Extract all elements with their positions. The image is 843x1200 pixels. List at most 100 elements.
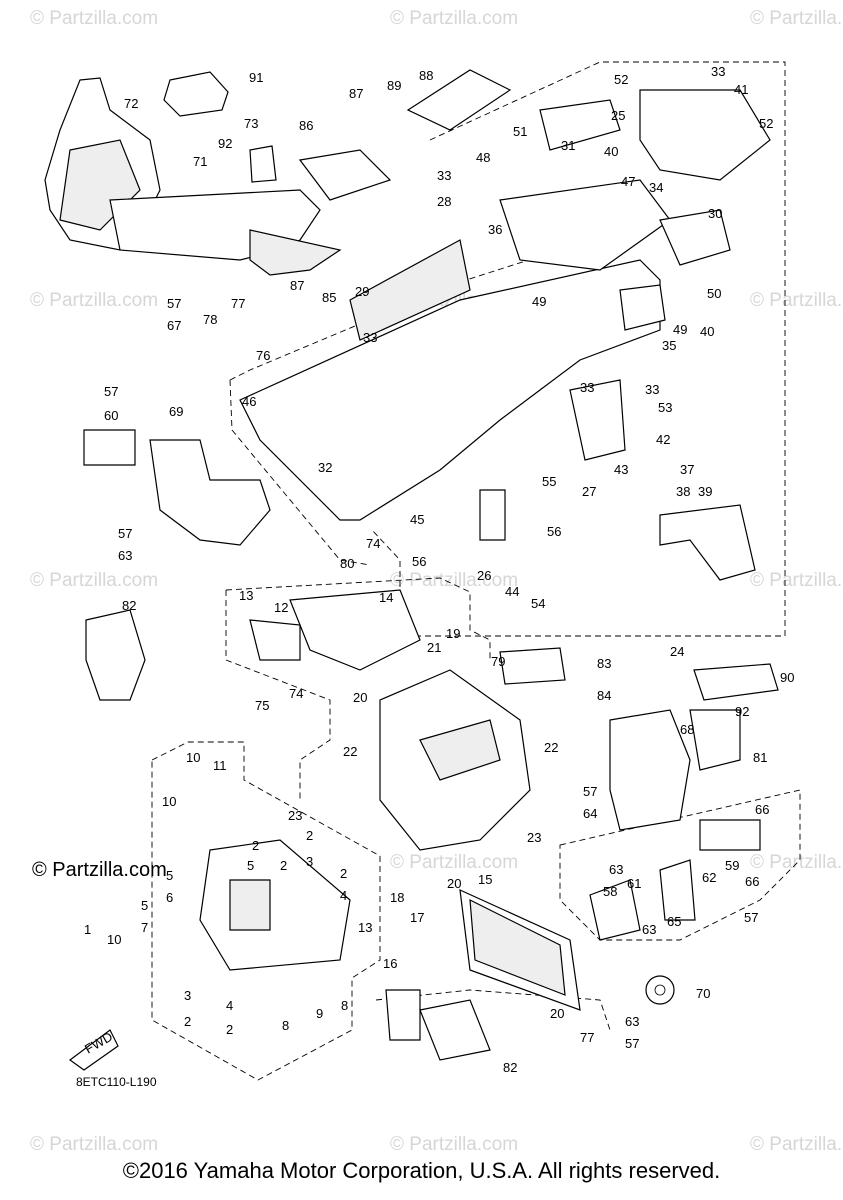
callout[interactable]: 7 [141, 920, 148, 935]
callout[interactable]: 11 [213, 758, 227, 773]
callout[interactable]: 15 [478, 872, 492, 887]
callout[interactable]: 34 [649, 180, 663, 195]
callout[interactable]: 79 [491, 654, 505, 669]
callout[interactable]: 21 [427, 640, 441, 655]
callout[interactable]: 2 [252, 838, 259, 853]
callout[interactable]: 61 [627, 876, 641, 891]
callout[interactable]: 29 [355, 284, 369, 299]
callout[interactable]: 87 [349, 86, 363, 101]
callout[interactable]: 2 [340, 866, 347, 881]
callout[interactable]: 18 [390, 890, 404, 905]
callout[interactable]: 38 [676, 484, 690, 499]
callout[interactable]: 47 [621, 174, 635, 189]
callout[interactable]: 33 [645, 382, 659, 397]
callout[interactable]: 63 [609, 862, 623, 877]
callout[interactable]: 55 [542, 474, 556, 489]
callout[interactable]: 57 [744, 910, 758, 925]
callout[interactable]: 46 [242, 394, 256, 409]
callout[interactable]: 88 [419, 68, 433, 83]
callout[interactable]: 62 [702, 870, 716, 885]
callout[interactable]: 58 [603, 884, 617, 899]
callout[interactable]: 36 [488, 222, 502, 237]
callout[interactable]: 63 [625, 1014, 639, 1029]
callout[interactable]: 73 [244, 116, 258, 131]
callout[interactable]: 78 [203, 312, 217, 327]
callout[interactable]: 2 [184, 1014, 191, 1029]
callout[interactable]: 12 [274, 600, 288, 615]
callout[interactable]: 14 [379, 590, 393, 605]
callout[interactable]: 59 [725, 858, 739, 873]
callout[interactable]: 33 [437, 168, 451, 183]
callout[interactable]: 57 [583, 784, 597, 799]
callout[interactable]: 92 [735, 704, 749, 719]
callout[interactable]: 63 [118, 548, 132, 563]
callout[interactable]: 80 [340, 556, 354, 571]
callout[interactable]: 30 [708, 206, 722, 221]
callout[interactable]: 25 [611, 108, 625, 123]
callout[interactable]: 53 [658, 400, 672, 415]
callout[interactable]: 72 [124, 96, 138, 111]
callout[interactable]: 31 [561, 138, 575, 153]
callout[interactable]: 41 [734, 82, 748, 97]
callout[interactable]: 42 [656, 432, 670, 447]
callout[interactable]: 40 [700, 324, 714, 339]
callout[interactable]: 35 [662, 338, 676, 353]
callout[interactable]: 56 [412, 554, 426, 569]
callout[interactable]: 45 [410, 512, 424, 527]
callout[interactable]: 77 [580, 1030, 594, 1045]
callout[interactable]: 66 [755, 802, 769, 817]
callout[interactable]: 22 [544, 740, 558, 755]
callout[interactable]: 57 [167, 296, 181, 311]
callout[interactable]: 19 [446, 626, 460, 641]
callout[interactable]: 60 [104, 408, 118, 423]
callout[interactable]: 83 [597, 656, 611, 671]
callout[interactable]: 28 [437, 194, 451, 209]
callout[interactable]: 82 [122, 598, 136, 613]
callout[interactable]: 32 [318, 460, 332, 475]
callout[interactable]: 56 [547, 524, 561, 539]
callout[interactable]: 49 [673, 322, 687, 337]
callout[interactable]: 5 [166, 868, 173, 883]
callout[interactable]: 48 [476, 150, 490, 165]
callout[interactable]: 17 [410, 910, 424, 925]
callout[interactable]: 20 [550, 1006, 564, 1021]
callout[interactable]: 84 [597, 688, 611, 703]
callout[interactable]: 77 [231, 296, 245, 311]
callout[interactable]: 89 [387, 78, 401, 93]
callout[interactable]: 8 [282, 1018, 289, 1033]
callout[interactable]: 10 [162, 794, 176, 809]
callout[interactable]: 2 [280, 858, 287, 873]
callout[interactable]: 3 [306, 854, 313, 869]
callout[interactable]: 26 [477, 568, 491, 583]
callout[interactable]: 68 [680, 722, 694, 737]
callout[interactable]: 24 [670, 644, 684, 659]
callout[interactable]: 40 [604, 144, 618, 159]
callout[interactable]: 37 [680, 462, 694, 477]
callout[interactable]: 57 [625, 1036, 639, 1051]
callout[interactable]: 33 [580, 380, 594, 395]
callout[interactable]: 63 [642, 922, 656, 937]
callout[interactable]: 74 [289, 686, 303, 701]
callout[interactable]: 74 [366, 536, 380, 551]
callout[interactable]: 6 [166, 890, 173, 905]
callout[interactable]: 1 [84, 922, 91, 937]
callout[interactable]: 22 [343, 744, 357, 759]
callout[interactable]: 4 [226, 998, 233, 1013]
callout[interactable]: 64 [583, 806, 597, 821]
callout[interactable]: 5 [141, 898, 148, 913]
callout[interactable]: 82 [503, 1060, 517, 1075]
callout[interactable]: 49 [532, 294, 546, 309]
callout[interactable]: 23 [288, 808, 302, 823]
callout[interactable]: 3 [184, 988, 191, 1003]
callout[interactable]: 67 [167, 318, 181, 333]
callout[interactable]: 57 [104, 384, 118, 399]
callout[interactable]: 5 [247, 858, 254, 873]
callout[interactable]: 91 [249, 70, 263, 85]
callout[interactable]: 69 [169, 404, 183, 419]
callout[interactable]: 33 [363, 330, 377, 345]
callout[interactable]: 71 [193, 154, 207, 169]
callout[interactable]: 20 [447, 876, 461, 891]
callout[interactable]: 27 [582, 484, 596, 499]
callout[interactable]: 85 [322, 290, 336, 305]
callout[interactable]: 57 [118, 526, 132, 541]
